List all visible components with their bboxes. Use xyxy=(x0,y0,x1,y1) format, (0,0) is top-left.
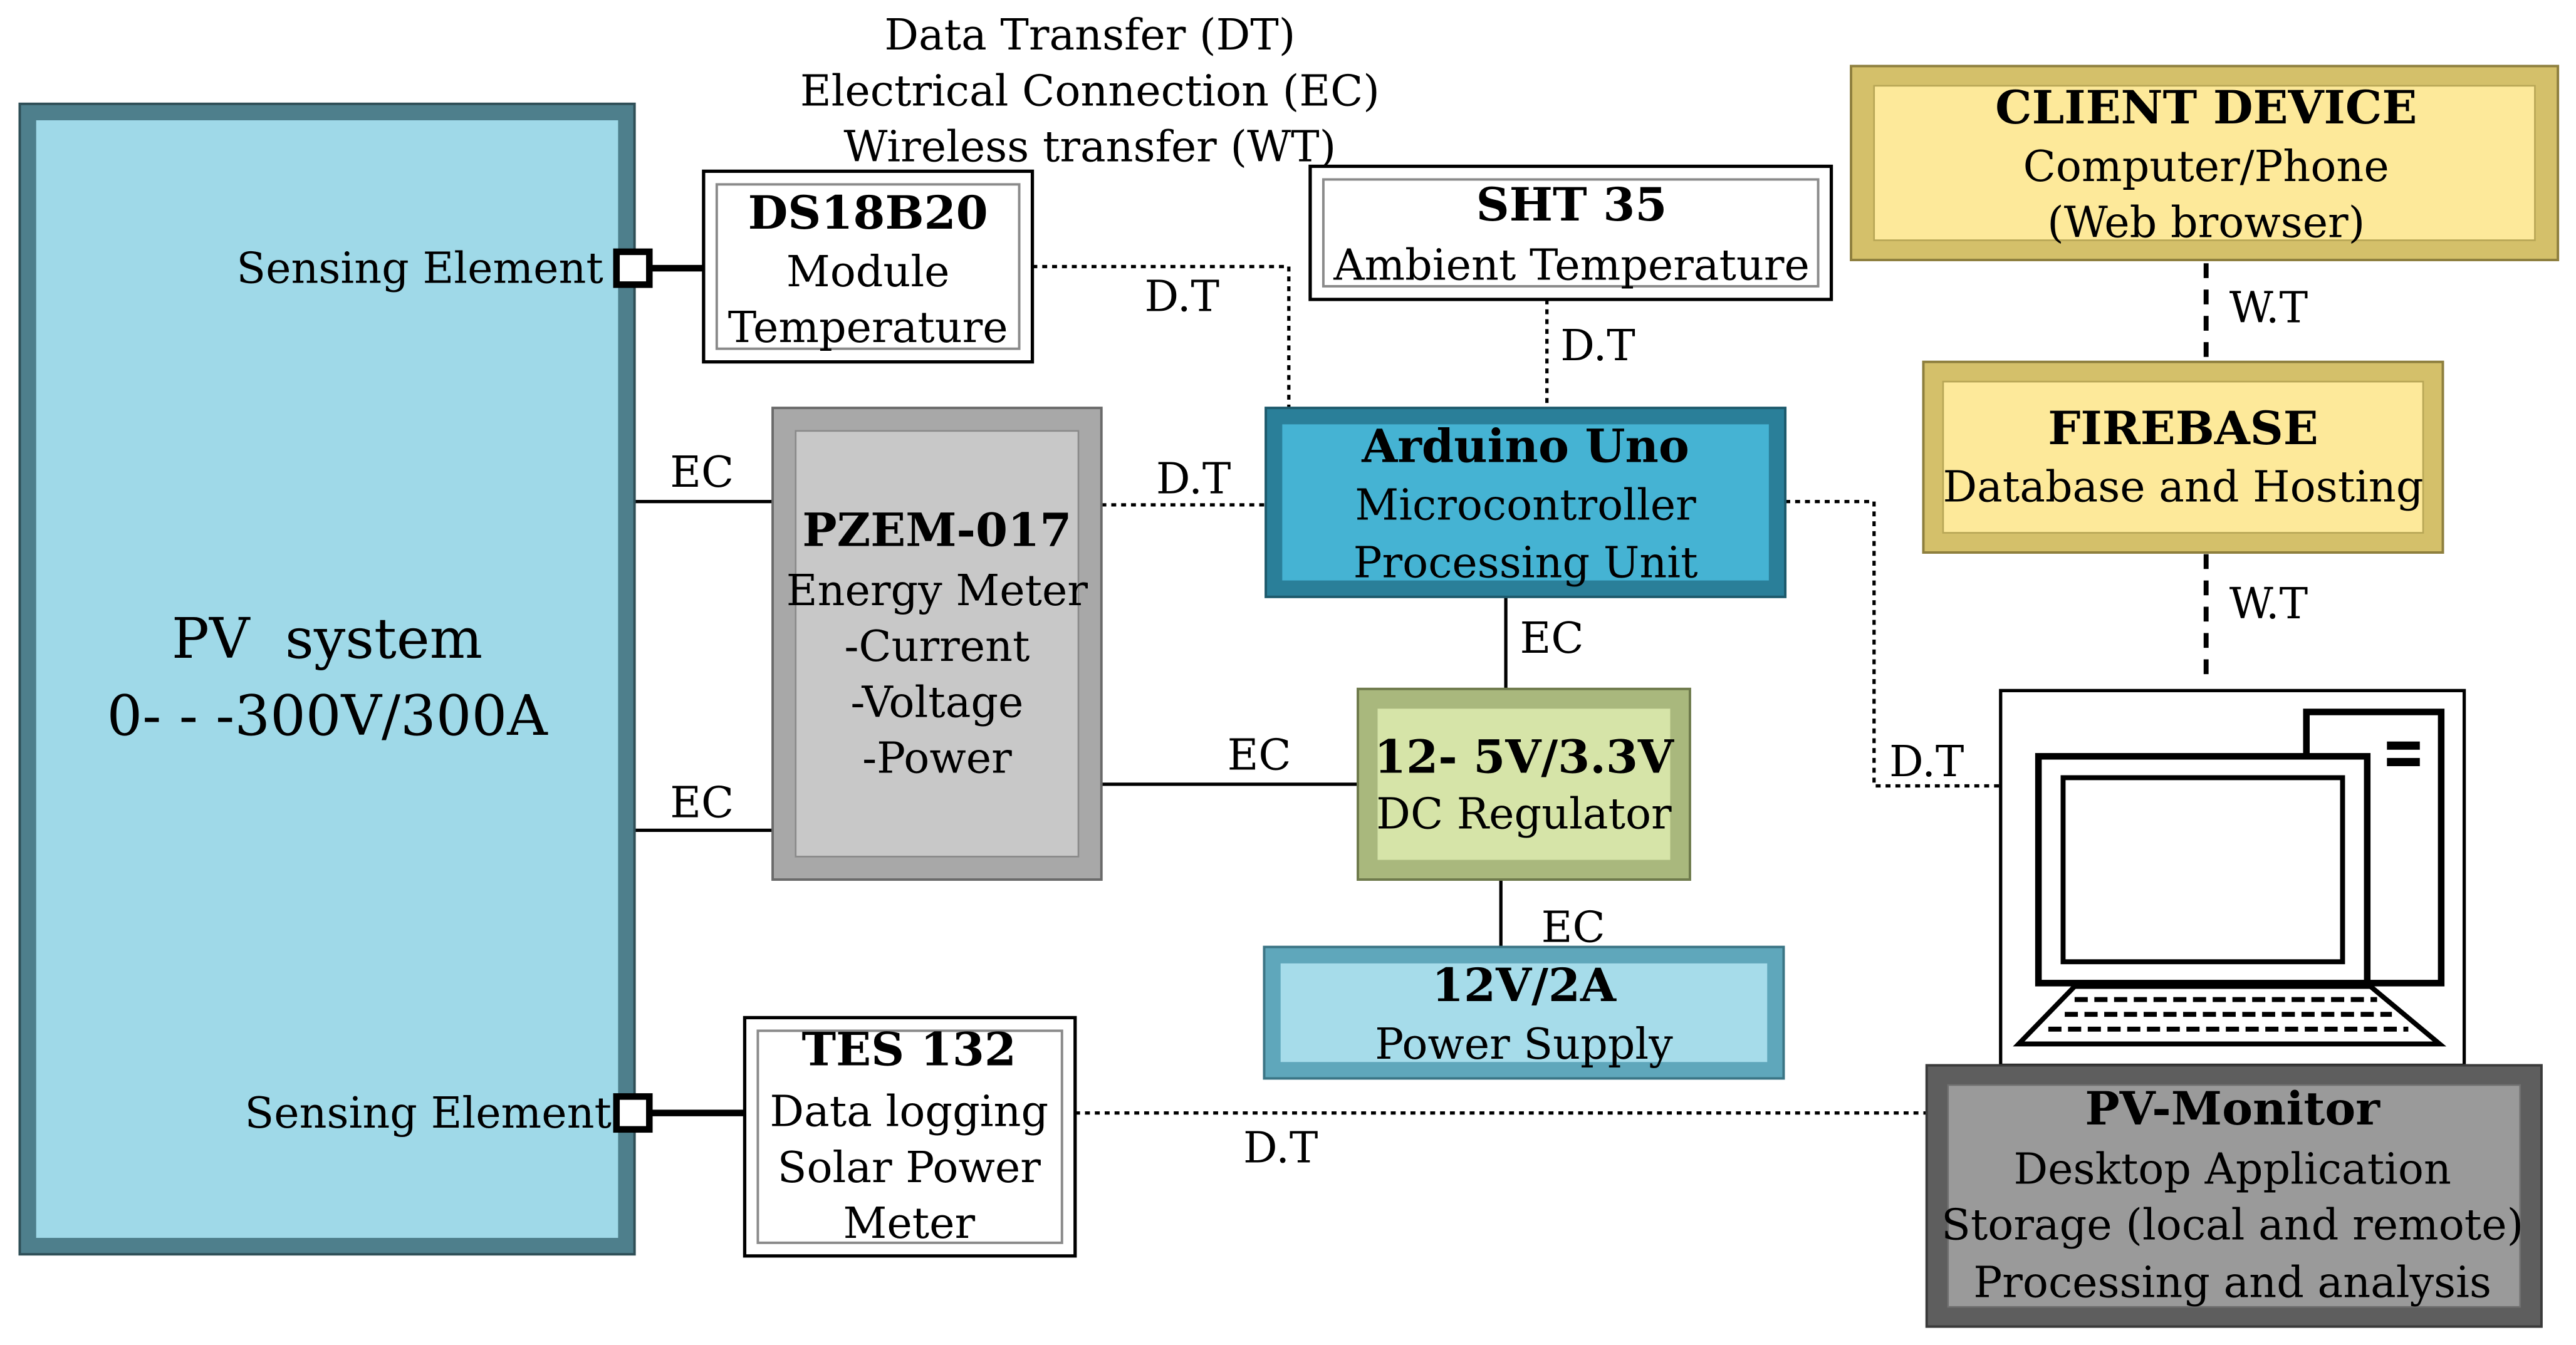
connection-lines xyxy=(634,263,2209,1116)
ds18b20-line1: Module xyxy=(786,247,950,297)
legend-wireless-transfer: Wireless transfer (WT) xyxy=(843,123,1336,172)
regulator-block: 12- 5V/3.3V DC Regulator xyxy=(1357,687,1691,881)
legend: Data Transfer (DT) Electrical Connection… xyxy=(800,11,1380,172)
tes132-line3: Meter xyxy=(843,1199,975,1249)
line-arduino-pc xyxy=(1785,500,2006,788)
pv-monitor-block: PV-Monitor Desktop Application Storage (… xyxy=(1925,1064,2543,1328)
client-device-line2: (Web browser) xyxy=(2047,198,2365,247)
client-device-line1: Computer/Phone xyxy=(2023,142,2389,192)
regulator-line1: DC Regulator xyxy=(1376,790,1672,839)
ds18b20-title: DS18B20 xyxy=(748,186,988,240)
wt-label-firebase: W.T xyxy=(2229,579,2308,629)
pzem-line4: -Power xyxy=(862,734,1012,784)
power-supply-block: 12V/2A Power Supply xyxy=(1263,945,1785,1080)
sht35-title: SHT 35 xyxy=(1476,178,1667,232)
tes132-title: TES 132 xyxy=(802,1023,1017,1077)
sht35-block: SHT 35 Ambient Temperature xyxy=(1308,164,1833,301)
square-connector-icon xyxy=(613,1093,653,1133)
tes132-line2: Solar Power xyxy=(778,1143,1041,1193)
desktop-computer-icon xyxy=(1999,688,2466,1067)
dt-label-tes-monitor: D.T xyxy=(1243,1123,1318,1173)
ds18b20-line2: Temperature xyxy=(728,303,1008,353)
firebase-block: FIREBASE Database and Hosting xyxy=(1922,360,2444,554)
pv-system-title: PV system xyxy=(172,606,482,672)
ec-label-pv-bottom: EC xyxy=(670,778,734,828)
pv-monitor-line2: Storage (local and remote) xyxy=(1941,1201,2523,1250)
arduino-line2: Processing Unit xyxy=(1353,538,1698,588)
firebase-title: FIREBASE xyxy=(2048,402,2318,455)
connection-labels: EC EC EC EC EC D.T D.T D.T D.T D.T W.T W… xyxy=(670,272,2308,1173)
power-supply-title: 12V/2A xyxy=(1432,958,1617,1012)
pzem-block: PZEM-017 Energy Meter -Current -Voltage … xyxy=(771,407,1103,881)
legend-electrical-connection: Electrical Connection (EC) xyxy=(800,66,1380,116)
ec-label-pv-top: EC xyxy=(670,448,734,497)
dt-label-pzem: D.T xyxy=(1156,455,1231,504)
arduino-line1: Microcontroller xyxy=(1355,481,1696,531)
dt-label-ds18b20: D.T xyxy=(1145,272,1219,321)
regulator-title: 12- 5V/3.3V xyxy=(1374,730,1675,784)
pzem-line1: Energy Meter xyxy=(786,566,1088,616)
pv-monitor-line1: Desktop Application xyxy=(2013,1145,2451,1194)
legend-data-transfer: Data Transfer (DT) xyxy=(884,11,1295,60)
dt-label-sht35: D.T xyxy=(1560,321,1635,371)
pv-system-block: PV system 0- - -300V/300A xyxy=(18,102,636,1256)
client-device-title: CLIENT DEVICE xyxy=(1995,81,2417,135)
power-supply-line1: Power Supply xyxy=(1375,1020,1673,1069)
tes132-block: TES 132 Data logging Solar Power Meter xyxy=(743,1015,1077,1258)
ds18b20-block: DS18B20 Module Temperature xyxy=(702,169,1035,364)
pv-monitor-line3: Processing and analysis xyxy=(1973,1258,2491,1307)
firebase-line1: Database and Hosting xyxy=(1942,463,2423,512)
square-connector-icon xyxy=(613,248,653,288)
sht35-line1: Ambient Temperature xyxy=(1333,241,1810,290)
arduino-title: Arduino Uno xyxy=(1361,420,1689,474)
wt-label-client: W.T xyxy=(2229,284,2308,333)
pzem-title: PZEM-017 xyxy=(802,503,1072,557)
tes132-line1: Data logging xyxy=(769,1088,1048,1137)
pzem-line2: -Current xyxy=(844,622,1030,672)
pv-monitor-title: PV-Monitor xyxy=(2085,1082,2380,1136)
client-device-block: CLIENT DEVICE Computer/Phone (Web browse… xyxy=(1850,65,2560,261)
line-ds18b20-arduino xyxy=(1032,264,1291,412)
arduino-block: Arduino Uno Microcontroller Processing U… xyxy=(1265,407,1787,598)
ec-label-regulator-power: EC xyxy=(1541,903,1605,953)
ec-label-arduino-regulator: EC xyxy=(1520,614,1584,663)
sensing-element-label-top: Sensing Element xyxy=(236,244,603,294)
sensing-element-label-bottom: Sensing Element xyxy=(245,1089,612,1138)
pzem-line3: -Voltage xyxy=(850,678,1023,727)
pv-system-range: 0- - -300V/300A xyxy=(107,683,548,749)
dt-label-arduino-pc: D.T xyxy=(1889,737,1964,787)
ec-label-pzem-regulator: EC xyxy=(1228,730,1291,780)
